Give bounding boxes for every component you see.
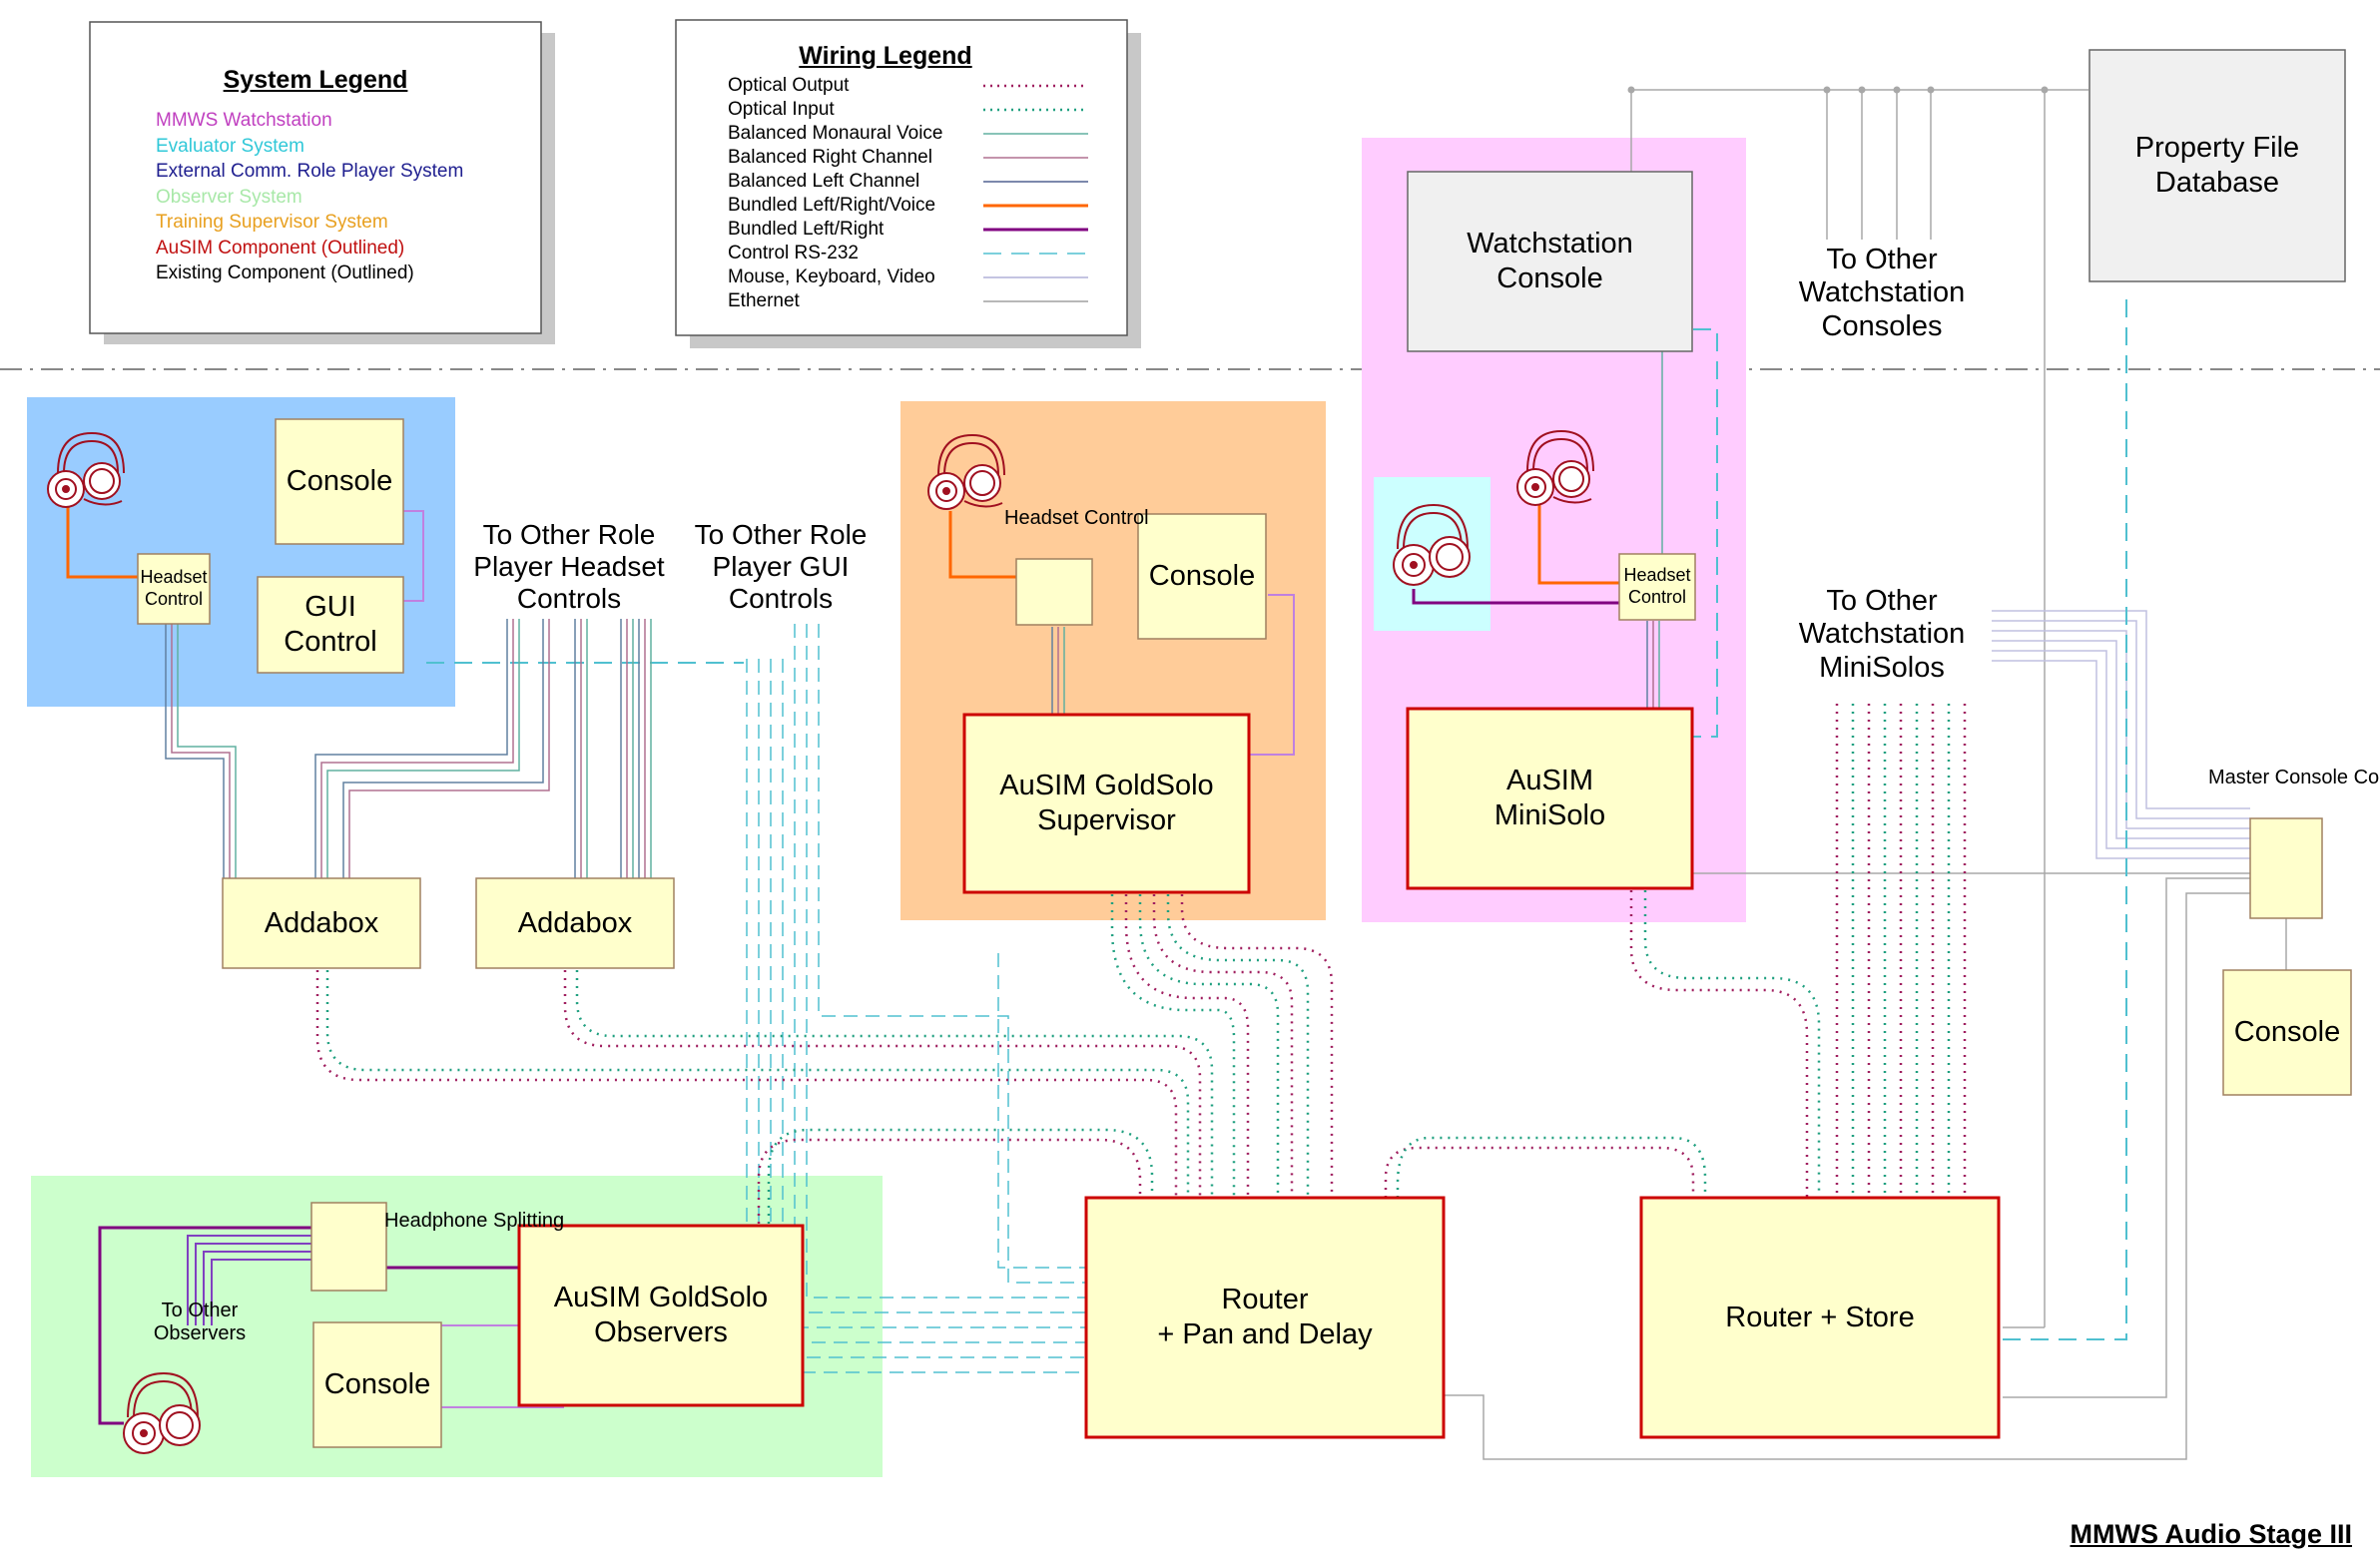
stage-title: MMWS Audio Stage III xyxy=(2070,1519,2353,1549)
orange-headset-cables xyxy=(66,505,1619,585)
headset-icon xyxy=(1516,429,1594,506)
wiring-legend-item: Bundled Left/Right/Voice xyxy=(728,195,936,216)
system-legend-item: Evaluator System xyxy=(156,135,304,157)
ethernet-junctions xyxy=(1627,86,2049,94)
system-legend-box xyxy=(89,21,542,334)
optical-wires-addabox xyxy=(315,970,1214,1224)
sup-console-label: Console xyxy=(1148,560,1256,593)
sup-console-box[interactable] xyxy=(1137,513,1267,640)
system-legend-item: External Comm. Role Player System xyxy=(156,161,464,182)
system-legend-item: Existing Component (Outlined) xyxy=(156,262,414,283)
goldsolo-observers-box[interactable] xyxy=(517,1224,805,1407)
wiring-legend-title: Wiring Legend xyxy=(799,42,972,70)
addabox-1-box[interactable] xyxy=(222,877,421,969)
system-legend-item: Observer System xyxy=(156,186,302,208)
goldsolo-supervisor-label: AuSIM GoldSolo Supervisor xyxy=(999,770,1214,836)
other-ws-minisolos-label: To Other Watchstation MiniSolos xyxy=(1798,585,1966,684)
headset-icon xyxy=(47,431,125,508)
rp-gui-control-box[interactable] xyxy=(257,576,404,674)
rs232-wires xyxy=(426,299,2127,1340)
master-console-label: Console xyxy=(2233,1016,2341,1049)
wiring-legend-item: Control RS-232 xyxy=(728,243,859,263)
goldsolo-observers-label: AuSIM GoldSolo Observers xyxy=(553,1282,769,1348)
watchstation-console-label: Watchstation Console xyxy=(1467,228,1633,294)
wiring-legend-box xyxy=(675,19,1128,336)
system-legend-title: System Legend xyxy=(223,66,408,94)
ausim-minisolo-box[interactable] xyxy=(1406,707,1694,890)
property-file-db-box[interactable] xyxy=(2088,49,2346,282)
rp-headset-control-label: Headset Control xyxy=(140,567,208,609)
router-pan-delay-box[interactable] xyxy=(1084,1196,1446,1439)
master-console-switch-label: Master Console Control Switch xyxy=(2208,767,2380,788)
supervisor-balanced-wires xyxy=(1051,627,1065,715)
router-store-box[interactable] xyxy=(1639,1196,2001,1439)
headphone-splitting-box[interactable] xyxy=(310,1202,387,1292)
system-legend-item: Training Supervisor System xyxy=(156,212,388,233)
optical-wires-routers xyxy=(1384,1136,1707,1198)
obs-console-label: Console xyxy=(323,1368,431,1401)
headset-icon xyxy=(927,433,1005,510)
other-rp-gui-label: To Other Role Player GUI Controls xyxy=(694,519,868,615)
mkv-wires-to-master-switch xyxy=(1992,610,2250,859)
wiring-legend-item: Mouse, Keyboard, Video xyxy=(728,266,935,287)
ethernet-wires xyxy=(1442,89,2287,1460)
optical-wires-other-minisolos xyxy=(1835,704,1967,1198)
router-store-label: Router + Store xyxy=(1725,1301,1915,1333)
ws-headset-control-label: Headset Control xyxy=(1623,565,1691,607)
sup-headset-control-box[interactable] xyxy=(1015,558,1093,626)
rp-gui-control-label: GUI Control xyxy=(284,591,377,658)
other-rp-headset-label: To Other Role Player Headset Controls xyxy=(473,519,665,615)
addabox-1-label: Addabox xyxy=(264,906,379,939)
addabox-2-box[interactable] xyxy=(475,877,675,969)
wiring-legend-samples xyxy=(983,84,1088,302)
optical-wires-supervisor xyxy=(1110,894,1334,1198)
master-console-switch-box[interactable] xyxy=(2249,817,2323,919)
rp-console-box[interactable] xyxy=(275,418,404,545)
purple-observer-bundle xyxy=(187,1235,311,1325)
wiring-legend-item: Balanced Right Channel xyxy=(728,147,932,168)
other-observers-label: To Other Observers xyxy=(153,1300,247,1344)
wiring-legend-item: Balanced Left Channel xyxy=(728,171,920,192)
system-legend-item: MMWS Watchstation xyxy=(156,110,332,131)
headphone-splitting-label: Headphone Splitting xyxy=(384,1210,565,1232)
goldsolo-supervisor-box[interactable] xyxy=(962,713,1251,894)
ws-headset-control-box[interactable] xyxy=(1618,553,1696,621)
watchstation-balanced-wires xyxy=(1646,351,1663,711)
addabox-2-label: Addabox xyxy=(517,906,633,939)
wiring-legend-item: Optical Output xyxy=(728,75,850,96)
system-legend-item: AuSIM Component (Outlined) xyxy=(156,237,405,259)
wiring-legend-item: Optical Input xyxy=(728,99,835,120)
headphone-icon xyxy=(123,1371,201,1454)
rp-console-label: Console xyxy=(286,465,393,498)
wiring-legend-item: Balanced Monaural Voice xyxy=(728,123,943,144)
other-watchstation-consoles-label: To Other Watchstation Consoles xyxy=(1798,244,1966,342)
wiring-legend-item: Bundled Left/Right xyxy=(728,219,885,240)
sup-headset-control-label: Headset Control xyxy=(1004,507,1149,529)
master-console-box[interactable] xyxy=(2222,969,2352,1096)
router-pan-delay-label: Router + Pan and Delay xyxy=(1157,1284,1373,1350)
wiring-legend-item: Ethernet xyxy=(728,290,800,311)
rp-headset-control-box[interactable] xyxy=(137,553,211,625)
headphone-icon xyxy=(1393,503,1471,586)
optical-wires-minisolo xyxy=(1629,890,1821,1198)
property-file-db-label: Property File Database xyxy=(2134,132,2300,199)
watchstation-console-box[interactable] xyxy=(1407,171,1693,352)
ausim-minisolo-label: AuSIM MiniSolo xyxy=(1493,765,1606,831)
roleplayer-balanced-wires xyxy=(165,619,652,880)
obs-console-box[interactable] xyxy=(312,1321,442,1448)
